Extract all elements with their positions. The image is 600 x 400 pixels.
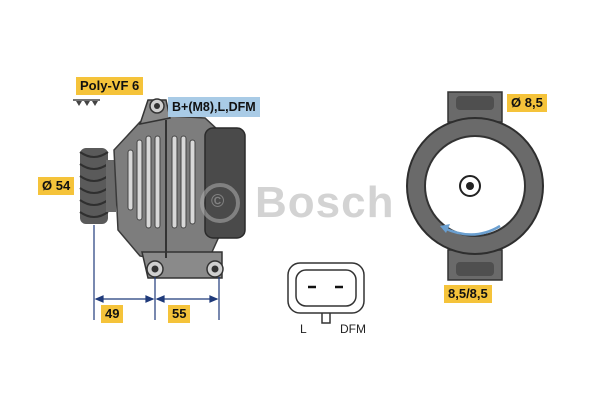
copyright-symbol: © [211,191,225,211]
dimension-lines [93,225,220,320]
pulley-diameter-label: Ø 54 [38,177,75,195]
top-mounting-ear [138,98,171,125]
mount-spacing-label: 8,5/8,5 [444,285,492,303]
connector-plug [287,262,365,324]
bottom-mounting-ears [141,251,224,279]
alternator-side-view [79,98,246,279]
connector-pin-l-label: L [300,322,307,336]
terminals-label: B+(M8),L,DFM [168,97,260,117]
alternator-rear-view [406,91,544,281]
dimension-55-label: 55 [168,305,191,323]
belt-profile-label: Poly-VF 6 [76,77,144,95]
connector-pin-dfm-label: DFM [340,322,366,336]
dimension-49-label: 49 [101,305,124,323]
pulley [79,148,116,224]
clockwise-arrow-icon [440,224,501,236]
mount-hole-diameter-label: Ø 8,5 [507,94,547,112]
cooling-slots [127,135,196,229]
brand-watermark: Bosch [255,178,395,227]
copyright-watermark-icon: © [200,183,240,223]
v-belt-profile-icon [73,99,100,106]
